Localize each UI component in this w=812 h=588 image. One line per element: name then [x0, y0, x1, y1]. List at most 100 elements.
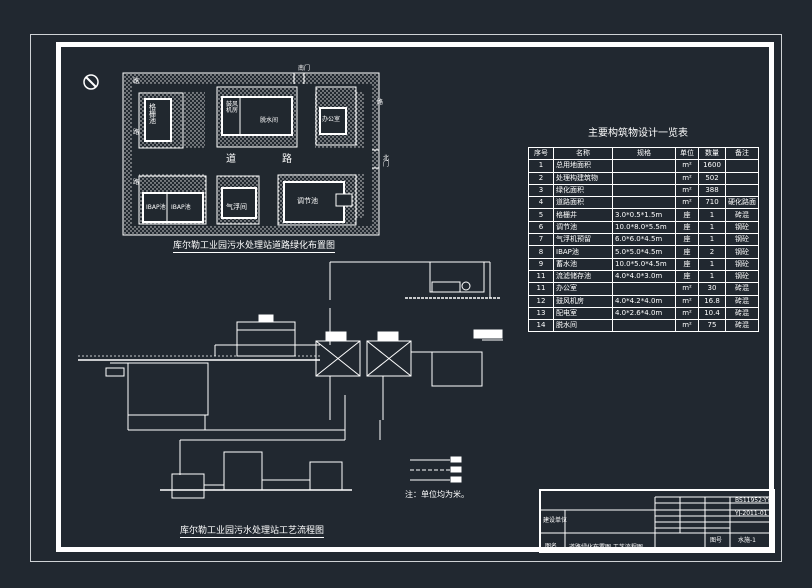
header-cell: 数量: [698, 146, 726, 161]
table-cell: 钢砼: [725, 220, 759, 235]
table-cell: 10.0*5.0*4.5m: [612, 257, 676, 271]
table-cell: 8: [528, 245, 554, 259]
side-mark-3: 路: [133, 179, 140, 186]
table-cell: [725, 171, 759, 185]
table-cell: 1: [698, 233, 726, 247]
table-cell: [612, 159, 676, 173]
table-cell: 1: [698, 208, 726, 222]
drawing-code: BS11952-YY: [735, 497, 771, 504]
grit-pool-label: 格栅池: [149, 103, 156, 125]
table-cell: m²: [675, 196, 699, 210]
table-cell: 蓄水池: [553, 257, 613, 271]
table-cell: 5.0*5.0*4.5m: [612, 245, 676, 259]
header-cell: 备注: [725, 146, 759, 161]
table-header-row: 序号 名称 规格 单位 数量 备注: [528, 146, 759, 161]
outer-frame: [30, 34, 782, 562]
table-title: 主要构筑物设计一览表: [588, 128, 688, 139]
table-cell: 座: [675, 208, 699, 222]
stage-label: 建设单位: [543, 517, 568, 524]
sheet-no-label: 图号: [710, 537, 723, 544]
process-flow: [78, 261, 503, 499]
table-cell: 3: [528, 183, 554, 198]
side-mark-1: 路: [133, 78, 140, 85]
table-cell: 座: [675, 220, 699, 235]
table-cell: 处理构建筑物: [553, 171, 613, 185]
table-cell: 1: [698, 257, 726, 271]
table-cell: 13: [528, 306, 554, 321]
table-cell: 座: [675, 257, 699, 271]
table-cell: 388: [698, 183, 726, 198]
table-cell: 总用地面积: [553, 159, 613, 173]
table-cell: 鼓风机房: [553, 294, 613, 308]
table-cell: 座: [675, 269, 699, 284]
table-cell: 道路面积: [553, 196, 613, 210]
table-cell: 配电室: [553, 306, 613, 321]
table-cell: 1: [698, 220, 726, 235]
table-cell: 1600: [698, 159, 726, 173]
table-cell: [725, 183, 759, 198]
table-cell: 调节池: [553, 220, 613, 235]
road-label-2: 路: [282, 154, 292, 165]
table-cell: 7: [528, 233, 554, 247]
table-cell: 钢砼: [725, 233, 759, 247]
table-cell: 2: [698, 245, 726, 259]
table-cell: 6: [528, 220, 554, 235]
table-cell: 11: [528, 282, 554, 296]
header-cell: 名称: [553, 146, 613, 161]
sheet-code: YJ-2011-01: [735, 510, 768, 517]
table-cell: [612, 196, 676, 210]
process-caption: 库尔勒工业园污水处理站工艺流程图: [180, 526, 325, 538]
table-cell: 502: [698, 171, 726, 185]
unit-note: 注：单位均为米。: [405, 490, 469, 499]
table-cell: 10.4: [698, 306, 726, 321]
table-cell: 流滤储存池: [553, 269, 613, 284]
table-cell: 砖混: [725, 208, 759, 222]
table-cell: 4.0*4.0*3.0m: [612, 269, 676, 284]
table-cell: [612, 171, 676, 185]
north-arrow-icon: [83, 74, 99, 90]
table-cell: [612, 319, 676, 333]
ibap1-label: IBAP池: [146, 204, 166, 211]
table-cell: 砖混: [725, 294, 759, 308]
table-cell: 办公室: [553, 282, 613, 296]
table-cell: 格栅井: [553, 208, 613, 222]
table-cell: 4.0*2.6*4.0m: [612, 306, 676, 321]
table-cell: 16.8: [698, 294, 726, 308]
table-cell: 14: [528, 319, 554, 333]
table-cell: 30: [698, 282, 726, 296]
pump-room-label: 鼓风机房: [226, 101, 239, 114]
drawing-name: 道路绿化布置图 工艺流程图: [569, 544, 643, 551]
site-plan: [122, 72, 380, 236]
table-cell: m²: [675, 319, 699, 333]
gate-top-label: 南门: [298, 65, 311, 72]
table-cell: 710: [698, 196, 726, 210]
side-mark-4: 路: [377, 99, 384, 106]
site-plan-caption: 库尔勒工业园污水处理站道路绿化布置图: [173, 241, 336, 253]
ibap2-label: IBAP池: [171, 204, 191, 211]
table-cell: 12: [528, 294, 554, 308]
side-mark-2: 路: [133, 129, 140, 136]
table-cell: 气浮机预留: [553, 233, 613, 247]
table-cell: 11: [528, 269, 554, 284]
drawing-name-label: 图名: [545, 543, 558, 550]
table-cell: 座: [675, 245, 699, 259]
table-cell: 5: [528, 208, 554, 222]
regulating-label: 调节池: [297, 197, 318, 205]
office-label: 办公室: [322, 116, 341, 123]
table-cell: 座: [675, 233, 699, 247]
table-cell: 砖混: [725, 306, 759, 321]
table-cell: 砖混: [725, 319, 759, 333]
table-cell: 4: [528, 196, 554, 210]
